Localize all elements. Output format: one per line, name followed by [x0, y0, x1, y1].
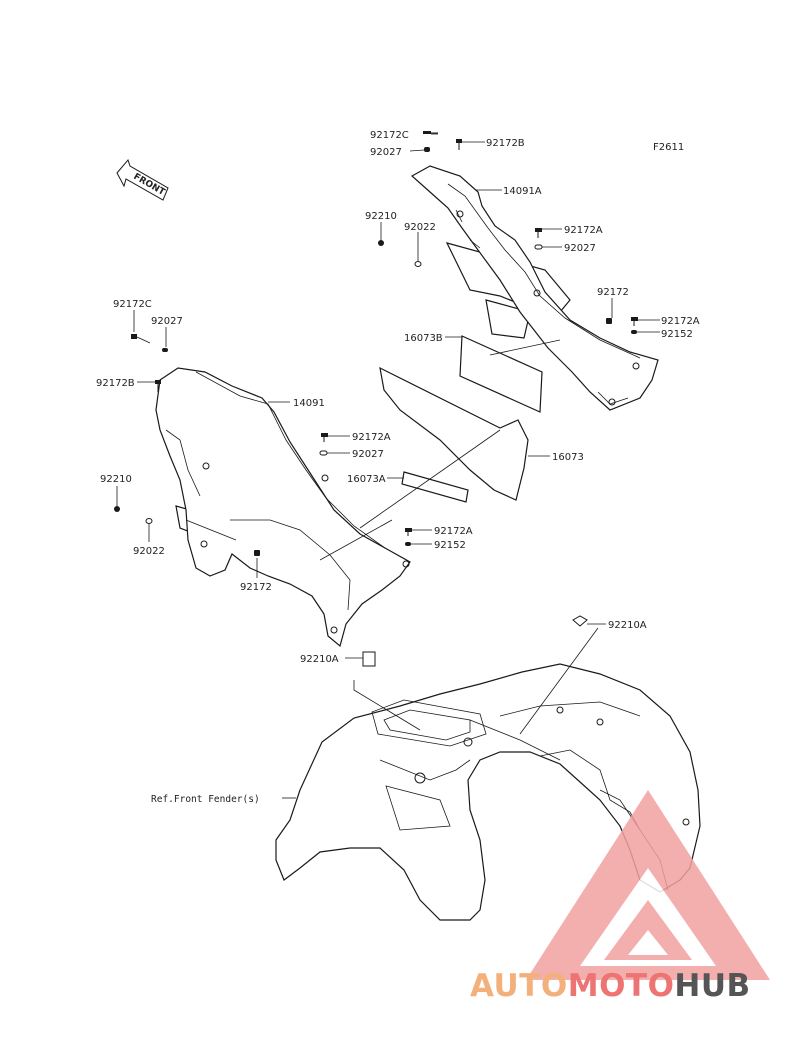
watermark-hub: HUB — [674, 968, 750, 1004]
pad-16073A — [401, 471, 469, 503]
washer-92152-left — [405, 542, 411, 546]
label-14091: 14091 — [293, 398, 325, 409]
washer-92027-top — [424, 147, 430, 152]
washer-92022-left — [145, 518, 153, 524]
label-92172B-left: 92172B — [96, 378, 135, 389]
watermark: AUTOMOTOHUB — [470, 790, 770, 1004]
front-fender — [275, 663, 701, 921]
part-labels: 92172C 92027 92172B 14091A 92210 92022 9… — [96, 130, 700, 805]
clip-92210A-left — [345, 651, 421, 731]
washer-92027-l1 — [319, 450, 328, 456]
label-92210-left: 92210 — [100, 474, 132, 485]
washer-92152-right — [631, 330, 637, 334]
label-92027-l1: 92027 — [352, 449, 384, 460]
clip-92210A-right — [519, 615, 606, 735]
label-92172C-top: 92172C — [370, 130, 409, 141]
label-16073A: 16073A — [347, 474, 386, 485]
label-92027-r1: 92027 — [564, 243, 596, 254]
nut-92210-right — [378, 240, 384, 246]
label-92172A-r2: 92172A — [661, 316, 700, 327]
watermark-triangle-icon — [526, 790, 770, 980]
front-direction-arrow: FRONT — [116, 158, 169, 201]
label-92210A-left: 92210A — [300, 654, 339, 665]
label-ref-front-fender: Ref.Front Fender(s) — [151, 794, 260, 805]
label-92210-right: 92210 — [365, 211, 397, 222]
side-cover-14091 — [155, 367, 411, 648]
label-92172-left: 92172 — [240, 582, 272, 593]
screw-92172-left — [254, 550, 260, 556]
screw-92172A-l1 — [321, 433, 328, 442]
svg-text:AUTOMOTOHUB: AUTOMOTOHUB — [470, 968, 751, 1004]
front-fender-reference — [275, 615, 701, 921]
watermark-moto: MOTO — [568, 968, 675, 1004]
screw-92172B-left — [155, 380, 161, 392]
label-92172A-l2: 92172A — [434, 526, 473, 537]
screw-92172A-l2 — [405, 528, 412, 536]
label-92027-left: 92027 — [151, 316, 183, 327]
rubber-pads — [359, 335, 561, 529]
pad-16073 — [379, 366, 529, 501]
washer-92022-right — [414, 261, 422, 267]
figure-code: F2611 — [653, 142, 684, 153]
right-side-cover-assembly — [378, 131, 660, 411]
washer-92027-r1 — [534, 244, 543, 250]
label-16073B: 16073B — [404, 333, 443, 344]
label-16073: 16073 — [552, 452, 584, 463]
label-92022-left: 92022 — [133, 546, 165, 557]
pad-16073B — [459, 335, 543, 413]
label-92172B-top: 92172B — [486, 138, 525, 149]
label-14091A: 14091A — [503, 186, 542, 197]
screw-92172A-r1 — [535, 228, 542, 238]
washer-92027-left — [162, 348, 168, 352]
label-92172A-r1: 92172A — [564, 225, 603, 236]
label-92172-right: 92172 — [597, 287, 629, 298]
watermark-auto: AUTO — [470, 968, 568, 1004]
label-92172A-l1: 92172A — [352, 432, 391, 443]
label-92022-right: 92022 — [404, 222, 436, 233]
label-92172C-left: 92172C — [113, 299, 152, 310]
screw-92172B-top — [456, 139, 462, 150]
fastener-92172C-left — [131, 334, 151, 344]
label-92210A-right: 92210A — [608, 620, 647, 631]
label-92152-left: 92152 — [434, 540, 466, 551]
screw-92172-right — [606, 318, 612, 324]
nut-92210-left — [114, 506, 120, 512]
left-side-cover-assembly — [114, 310, 432, 648]
label-92152-right: 92152 — [661, 329, 693, 340]
label-92027-top: 92027 — [370, 147, 402, 158]
screw-92172A-r2 — [631, 317, 638, 326]
fastener-92172C-top — [423, 131, 438, 134]
